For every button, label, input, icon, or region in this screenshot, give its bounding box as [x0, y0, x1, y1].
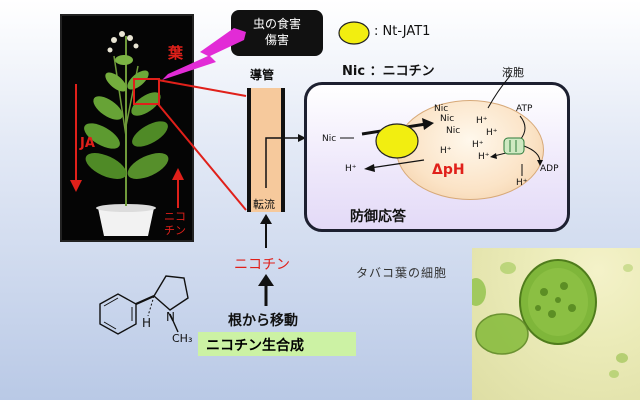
jat1-legend-icon	[338, 21, 370, 45]
ja-arrow	[70, 84, 82, 192]
leaf-label: 葉	[168, 44, 184, 62]
molecule-methyl: CH₃	[172, 332, 193, 345]
plant-photo	[60, 14, 194, 242]
molecule-h: H	[142, 316, 152, 330]
h-inside-5: H⁺	[478, 152, 490, 162]
h-outside-label: H⁺	[345, 164, 357, 174]
atp-label: ATP	[516, 104, 533, 114]
h-inside-1: H⁺	[476, 116, 488, 126]
adp-label: ADP	[540, 164, 559, 174]
micrograph-image	[472, 259, 633, 378]
insect-damage-callout: 虫の食害 傷害	[231, 10, 323, 56]
nicotine-synthesis-box: ニコチン生合成	[198, 332, 356, 356]
nicotine-vertical-label-2: チン	[164, 224, 186, 237]
nic-inside-1: Nic	[434, 104, 449, 114]
tobacco-cell-label: タバコ葉の細胞	[356, 266, 448, 280]
ja-label: JA	[80, 136, 95, 151]
nicotine-structure	[99, 275, 189, 335]
vacuole-label: 液胞	[502, 66, 524, 79]
callout-line-1: 虫の食害	[252, 17, 301, 31]
jat1-transporter	[375, 123, 419, 159]
nic-inside-3: Nic	[446, 126, 461, 136]
molecule-n: N	[166, 310, 175, 324]
nic-outside-label: Nic	[322, 134, 337, 144]
h-inside-2: H⁺	[486, 128, 498, 138]
nic-inside-2: Nic	[440, 114, 455, 124]
h-pump-label: H⁺	[516, 178, 528, 188]
nicotine-synthesis-label: ニコチン生合成	[206, 338, 304, 354]
h-inside-4: H⁺	[440, 146, 452, 156]
jat1-legend-label: : Nt-JAT1	[374, 24, 431, 39]
atpase-pump	[503, 137, 525, 155]
leaf-highlight-box	[133, 78, 160, 105]
xylem-label: 導管	[250, 68, 275, 82]
callout-line-2: 傷害	[264, 33, 289, 47]
nic-definition: Nic ：ニコチン	[342, 64, 435, 79]
nicotine-up-arrow	[172, 168, 184, 208]
nicotine-vertical-label-1: ニコ	[164, 210, 186, 223]
tobacco-cell-micrograph	[472, 248, 640, 400]
from-root-label: 根から移動	[228, 313, 298, 329]
damage-lightning-arrow	[162, 28, 246, 80]
nicotine-red-label: ニコチン	[234, 257, 290, 273]
translocation-label: 転流	[253, 198, 275, 211]
tobacco-plant-image	[84, 31, 169, 236]
defense-response-label: 防御応答	[350, 209, 406, 225]
h-inside-3: H⁺	[472, 140, 484, 150]
delta-ph-label: ΔpH	[432, 162, 465, 178]
